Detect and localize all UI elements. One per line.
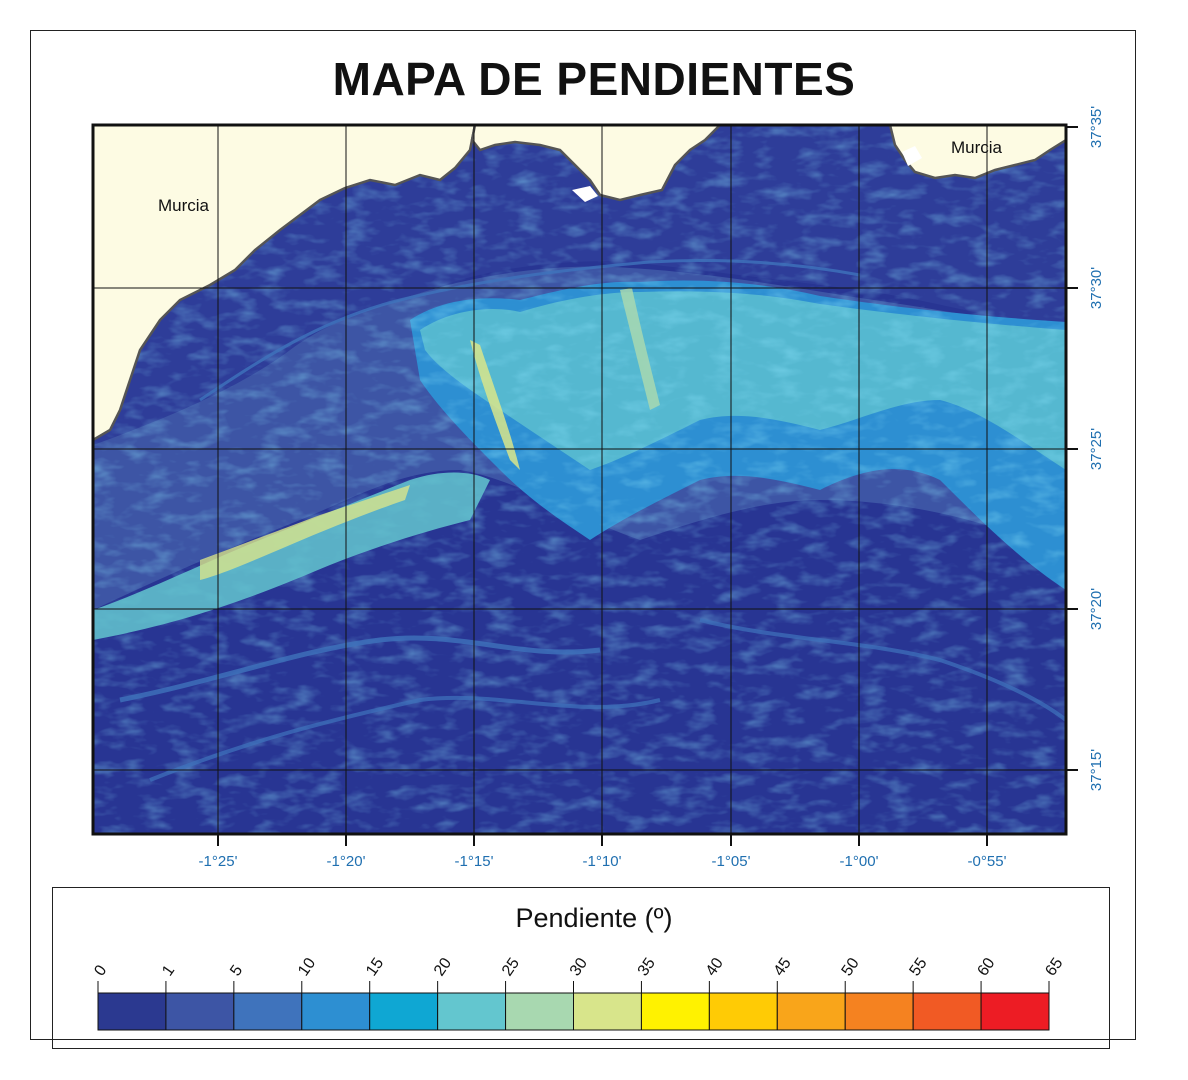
place-label-murcia-west: Murcia (158, 196, 210, 215)
map-border (91, 123, 1068, 836)
legend-swatch (437, 992, 507, 1031)
lon-tick-label: -1°25' (199, 853, 238, 870)
lon-tick-label: -1°10' (583, 853, 622, 870)
graticule (93, 125, 1066, 834)
legend-box (52, 887, 1110, 1049)
slope-highlight-center (470, 340, 520, 470)
lon-tick-label: -0°55' (968, 853, 1007, 870)
legend-swatch (369, 992, 439, 1031)
land-west (93, 125, 477, 442)
lat-tick-label: 37°30' (1088, 267, 1105, 309)
legend-swatch (776, 992, 846, 1031)
lagoon-east (902, 146, 922, 166)
lat-tick-label: 37°25' (1088, 428, 1105, 470)
legend-swatch (640, 992, 710, 1031)
lat-tick-label: 37°20' (1088, 588, 1105, 630)
western-slope-highlight (200, 485, 410, 580)
map-title: MAPA DE PENDIENTES (332, 53, 856, 105)
land-central (470, 125, 722, 202)
legend-color-bar (97, 992, 1050, 1031)
basin-channel-1 (119, 635, 601, 703)
shelf-channel (199, 259, 861, 402)
lat-tick-label: 37°35' (1088, 106, 1105, 148)
map-raster (93, 125, 1066, 834)
latitude-ticks (1066, 126, 1078, 771)
basin-channel-2 (149, 695, 661, 782)
legend-swatch (97, 992, 167, 1031)
basin-channel-3 (699, 618, 1066, 722)
legend-swatch (165, 992, 235, 1031)
map-frame (30, 30, 1136, 1040)
legend-swatch (912, 992, 982, 1031)
slope-highlight-east (620, 288, 660, 410)
longitude-ticks (217, 834, 988, 846)
place-label-murcia-east: Murcia (951, 138, 1003, 157)
lat-tick-label: 37°15' (1088, 749, 1105, 791)
legend-swatch (233, 992, 303, 1031)
legend-swatch (844, 992, 914, 1031)
lon-tick-label: -1°05' (712, 853, 751, 870)
legend-swatch (708, 992, 778, 1031)
western-slope-band (93, 472, 490, 640)
lon-tick-label: -1°15' (455, 853, 494, 870)
legend-swatch (573, 992, 642, 1031)
lagoon-central (572, 186, 598, 202)
legend-title: Pendiente (º) (515, 903, 673, 933)
legend-swatch (980, 992, 1050, 1031)
lon-tick-label: -1°00' (840, 853, 879, 870)
lon-tick-label: -1°20' (327, 853, 366, 870)
